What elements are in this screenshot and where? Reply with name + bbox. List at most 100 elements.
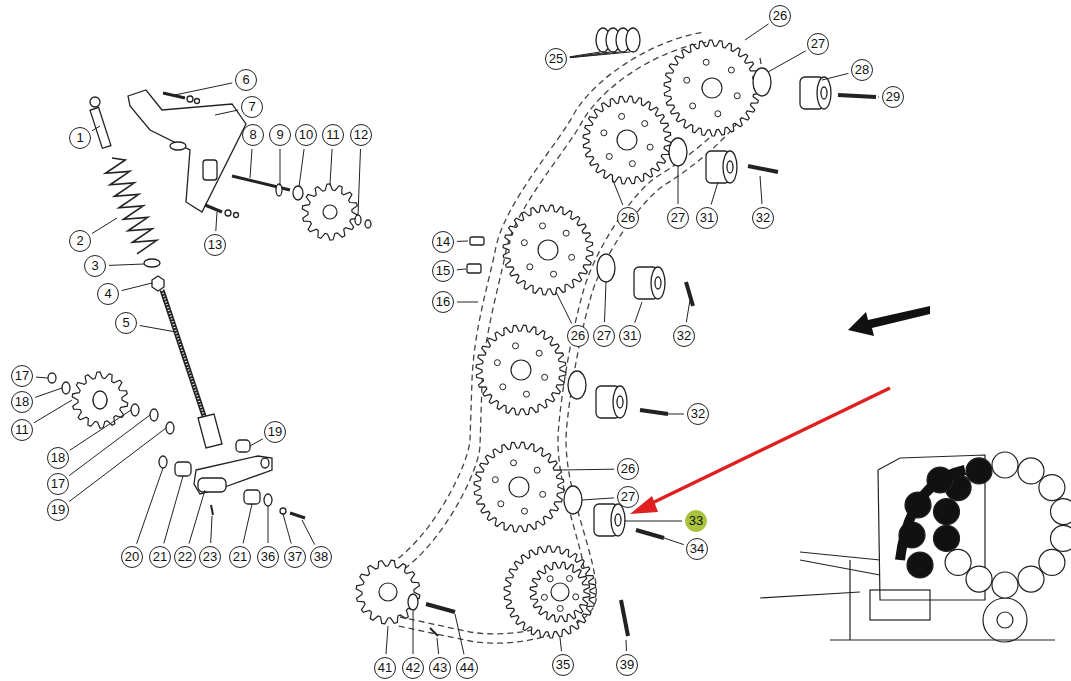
washer	[159, 456, 167, 468]
hub	[93, 391, 107, 409]
sleeve	[90, 107, 111, 148]
bolt-hole	[684, 77, 690, 83]
bolt-hole	[629, 161, 635, 167]
washer	[280, 508, 286, 514]
ring	[564, 486, 582, 514]
baler-sketch	[760, 452, 1071, 642]
callout-number: 18	[47, 447, 69, 469]
leader-line	[605, 282, 607, 322]
leader-line	[69, 428, 166, 502]
bolt-hole	[569, 254, 575, 260]
leader-line	[137, 468, 163, 544]
leader-line	[164, 476, 183, 544]
bush	[800, 77, 831, 109]
bolt-hole	[728, 67, 734, 73]
spring	[106, 158, 157, 254]
roller	[966, 566, 992, 592]
bolt-hole	[715, 111, 721, 117]
roller	[1051, 525, 1071, 551]
leader-line	[268, 506, 269, 543]
bush	[175, 462, 191, 476]
leader-line	[299, 149, 304, 187]
bore	[509, 477, 529, 497]
bolt	[640, 410, 668, 414]
hole	[170, 142, 186, 150]
drawbar	[800, 560, 880, 575]
leader-line	[69, 415, 150, 476]
left-assembly	[48, 90, 371, 518]
bush	[244, 490, 260, 504]
ring	[626, 28, 640, 52]
leader-line	[175, 83, 232, 95]
leader-line	[711, 182, 718, 205]
leader-line	[455, 614, 464, 654]
bolt-hole	[601, 130, 607, 136]
direction-arrow	[848, 306, 930, 336]
leader-line	[686, 300, 690, 322]
callout-number: 16	[432, 291, 454, 313]
sprocket	[356, 560, 420, 624]
bolt	[426, 604, 455, 612]
nut	[195, 99, 200, 104]
leader-line	[822, 73, 848, 80]
bush	[706, 151, 737, 183]
bore	[511, 360, 531, 380]
sprocket	[664, 40, 760, 136]
ring	[568, 371, 586, 399]
lever	[194, 456, 272, 494]
bolt	[290, 513, 305, 518]
bolt-hole	[521, 508, 527, 514]
chain-link	[467, 264, 481, 273]
leader-line	[70, 410, 131, 450]
leader-line	[280, 149, 281, 186]
callout-number: 11	[322, 124, 344, 146]
wheel	[983, 598, 1027, 642]
callout-number: 4	[97, 283, 119, 305]
callout-number: 21	[149, 546, 171, 568]
washer	[264, 494, 272, 506]
washer	[187, 96, 193, 102]
callout-number: 6	[235, 69, 257, 91]
sprocket-group	[72, 40, 760, 638]
bolt-hole	[500, 384, 506, 390]
bolt-hole	[540, 491, 546, 497]
roller	[992, 572, 1018, 598]
callout-number: 9	[269, 124, 291, 146]
callout-number: 18	[11, 391, 33, 413]
washer	[144, 259, 160, 267]
leader-line	[457, 302, 478, 303]
washer	[355, 215, 361, 225]
chain-strand	[372, 32, 705, 572]
leader-line	[358, 149, 361, 215]
callout-number: 41	[374, 657, 396, 679]
bolt	[748, 166, 778, 172]
leader-line	[457, 241, 468, 242]
leader-line	[92, 126, 100, 131]
leader-line	[457, 269, 466, 271]
leader-line	[216, 212, 217, 231]
sprocket	[583, 96, 671, 184]
roller	[1051, 499, 1071, 525]
arrow-shape	[848, 306, 930, 336]
leader-line	[413, 611, 414, 654]
bore	[551, 583, 569, 601]
washer	[62, 382, 70, 394]
callout-number: 7	[241, 96, 263, 118]
bore	[323, 205, 337, 219]
belt	[900, 470, 965, 560]
callout-number: 19	[264, 421, 286, 443]
roller-ring	[899, 452, 1071, 598]
sprocket	[474, 442, 564, 532]
callout-number: 15	[432, 260, 454, 282]
pointer-arrow	[630, 388, 890, 514]
callout-number: 14	[432, 231, 454, 253]
bolt-hole	[567, 576, 573, 582]
leader-line	[189, 490, 205, 544]
chain-strand	[400, 62, 751, 634]
bolt-hole	[547, 576, 553, 582]
chain-strand	[398, 58, 761, 643]
callout-number: 31	[696, 207, 718, 229]
callout-number: 17	[11, 365, 33, 387]
callout-number: 21	[229, 546, 251, 568]
washer	[131, 404, 139, 416]
